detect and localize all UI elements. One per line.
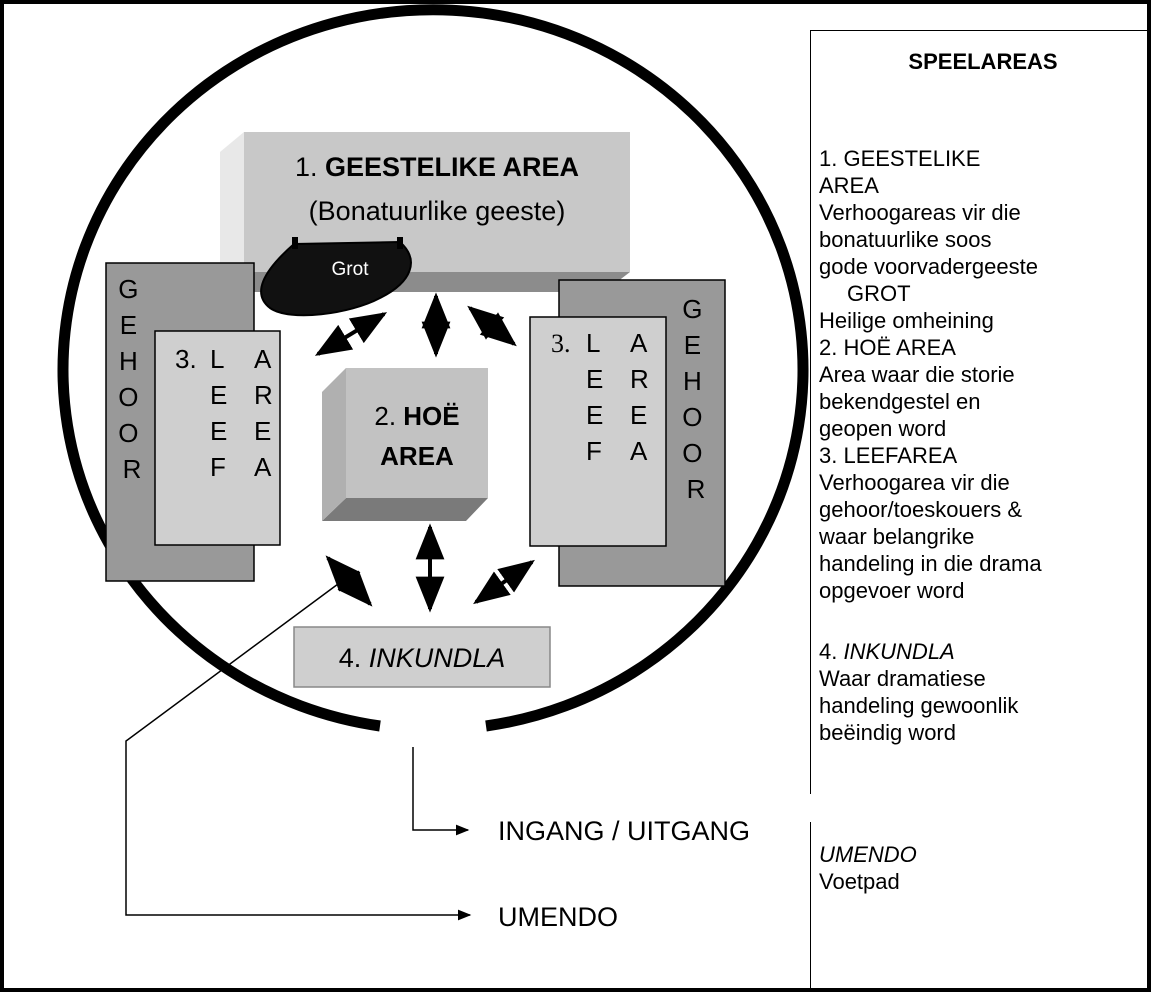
enclosure-oval xyxy=(57,4,809,732)
legend-hoe-desc-1: Area waar die storie xyxy=(819,362,1015,387)
legend-grot-desc: Heilige omheining xyxy=(819,308,994,333)
legend-leef-desc-4: handeling in die drama xyxy=(819,551,1042,576)
legend-umendo-desc: Voetpad xyxy=(819,869,900,894)
legend-inkundla-desc-3: beëindig word xyxy=(819,720,956,745)
geestelike-area: 1. GEESTELIKE AREA (Bonatuurlike geeste) xyxy=(220,132,630,292)
hoe-area: 2. HOË AREA xyxy=(322,368,488,521)
arrow-geestelike-leef-right xyxy=(467,305,517,347)
legend-panel: SPEELAREAS 1. GEESTELIKE AREA Verhoogare… xyxy=(808,30,1151,992)
legend-geestelike-heading-1: 1. GEESTELIKE xyxy=(819,146,981,171)
hoe-label-2: AREA xyxy=(380,441,454,471)
arrow-leef-left-inkundla xyxy=(325,555,373,607)
leef-left-letters: 3. L E E F A R E A xyxy=(175,344,280,482)
legend-leef-desc-5: opgevoer word xyxy=(819,578,965,603)
umendo-callout xyxy=(125,583,472,921)
legend-inkundla-desc-2: handeling gewoonlik xyxy=(819,693,1019,718)
grot-label: Grot xyxy=(332,259,370,280)
legend-umendo-heading: UMENDO xyxy=(819,842,917,867)
arrow-leef-right-inkundla xyxy=(473,559,535,605)
legend-leef-desc-1: Verhoogarea vir die xyxy=(819,470,1010,495)
legend-leef-desc-3: waar belangrike xyxy=(819,524,975,549)
hoe-label-1: 2. HOË xyxy=(374,401,459,431)
legend-geestelike-desc-1: Verhoogareas vir die xyxy=(819,200,1021,225)
gehoor-right-letters: G E H O O R xyxy=(682,294,709,504)
legend-hoe-heading: 2. HOË AREA xyxy=(819,335,956,360)
grot: Grot xyxy=(260,237,412,317)
legend-border-gap xyxy=(808,794,814,822)
umendo-label: UMENDO xyxy=(498,902,618,932)
legend-geestelike-heading-2: AREA xyxy=(819,173,879,198)
ingang-callout xyxy=(412,747,470,836)
callouts xyxy=(125,583,472,921)
legend-leef-desc-2: gehoor/toeskouers & xyxy=(819,497,1023,522)
geestelike-label: 1. GEESTELIKE AREA xyxy=(295,152,579,182)
legend-grot-heading: GROT xyxy=(847,281,911,306)
movement-arrows xyxy=(314,292,535,613)
legend-inkundla-heading: 4. INKUNDLA xyxy=(819,639,955,664)
legend-inkundla-desc-1: Waar dramatiese xyxy=(819,666,986,691)
legend-leef-heading: 3. LEEFAREA xyxy=(819,443,958,468)
legend-title: SPEELAREAS xyxy=(908,49,1058,74)
arrow-leef-left-grot xyxy=(314,312,388,356)
legend-hoe-desc-2: bekendgestel en xyxy=(819,389,981,414)
inkundla-label: 4. INKUNDLA xyxy=(339,643,506,673)
ingang-label: INGANG / UITGANG xyxy=(498,816,750,846)
legend-hoe-desc-3: geopen word xyxy=(819,416,947,441)
leef-right-letters: 3. L E E F A R E A xyxy=(551,328,656,466)
legend-geestelike-desc-3: gode voorvadergeeste xyxy=(819,254,1038,279)
leef-area-left: 3. L E E F A R E A xyxy=(154,330,281,546)
inkundla: 4. INKUNDLA xyxy=(293,626,551,688)
geestelike-sub: (Bonatuurlike geeste) xyxy=(309,196,566,226)
leef-area-right: 3. L E E F A R E A xyxy=(529,316,667,547)
legend-geestelike-desc-2: bonatuurlike soos xyxy=(819,227,992,252)
gehoor-left-letters: G E H O O R xyxy=(118,274,145,484)
